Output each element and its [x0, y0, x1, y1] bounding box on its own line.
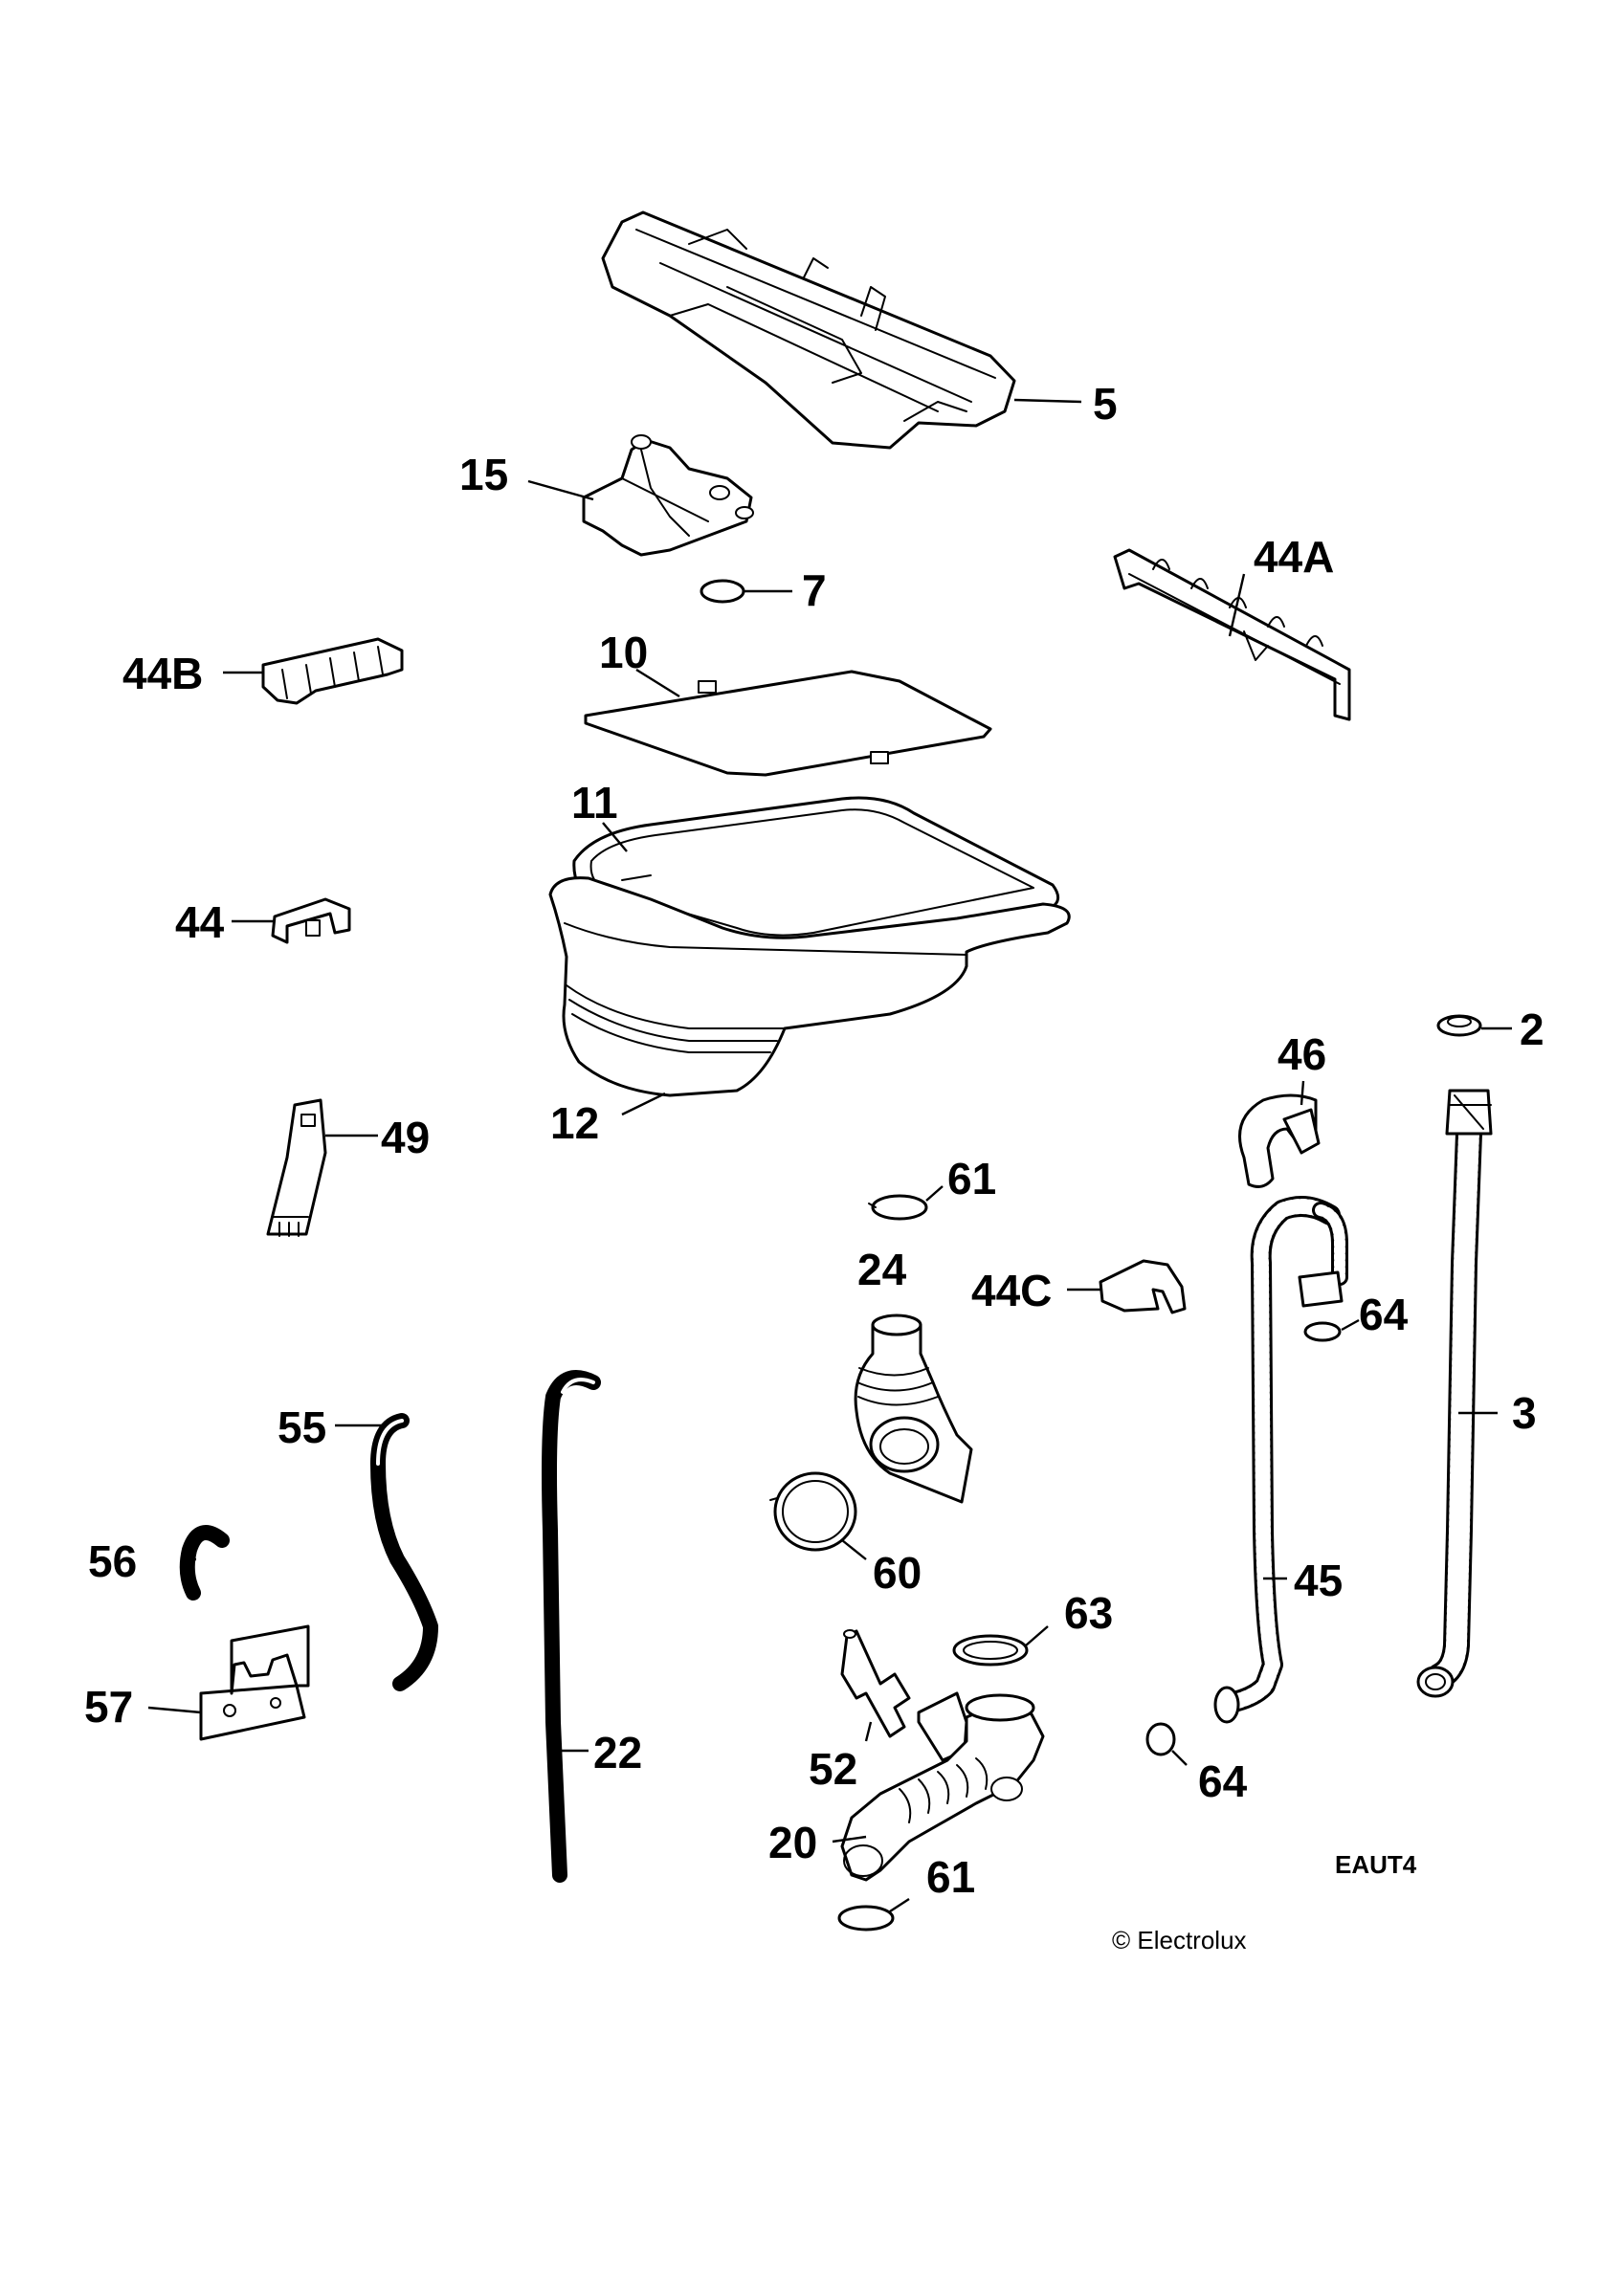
callout-56: 56: [88, 1536, 137, 1586]
callout-45: 45: [1294, 1556, 1343, 1605]
callout-10: 10: [599, 628, 648, 677]
part-15-valve: [582, 434, 754, 557]
callout-61-upper: 61: [947, 1154, 996, 1203]
callout-64-upper: 64: [1359, 1290, 1409, 1339]
callout-15: 15: [459, 450, 508, 499]
callout-57: 57: [84, 1682, 133, 1732]
callout-20: 20: [768, 1818, 817, 1867]
part-57-bracket: [199, 1624, 310, 1741]
callout-5: 5: [1093, 379, 1118, 429]
part-44c-clip: [1099, 1259, 1187, 1314]
part-55-hose: [370, 1413, 438, 1691]
callout-52: 52: [809, 1744, 857, 1794]
part-5-dispenser-housing: [601, 210, 1016, 450]
part-3-inlet-hose: [1416, 1089, 1493, 1698]
part-46-hose-guide: [1238, 1093, 1321, 1188]
callout-3: 3: [1512, 1388, 1537, 1438]
part-44-cable-clip: [271, 897, 351, 944]
callout-labels: 5 15 7 44A 44B 10 11 44 12 2 46 49 61 24…: [84, 379, 1544, 1902]
part-60-clamp-ring: [769, 1471, 857, 1552]
part-61-clamp-lower: [837, 1905, 895, 1932]
part-22-long-hose: [542, 1370, 601, 1883]
callout-46: 46: [1278, 1029, 1326, 1079]
callout-7: 7: [802, 565, 827, 615]
part-7-seal-ring: [700, 579, 745, 604]
part-24-sump-connector: [854, 1314, 973, 1504]
callout-12: 12: [550, 1098, 599, 1148]
part-61-clamp-upper: [868, 1194, 928, 1221]
part-44a-cable-rail: [1113, 548, 1351, 721]
callout-44b: 44B: [122, 649, 203, 698]
callout-49: 49: [381, 1113, 430, 1162]
part-10-lid-panel: [584, 670, 992, 777]
callout-44c: 44C: [971, 1266, 1052, 1315]
callout-60: 60: [873, 1548, 922, 1598]
callout-55: 55: [278, 1402, 326, 1452]
part-49-bracket: [266, 1098, 327, 1237]
part-2-cap: [1436, 1014, 1482, 1037]
callout-22: 22: [593, 1728, 642, 1777]
part-56-elbow-hose: [179, 1525, 230, 1601]
part-45-drain-hose: [1213, 1196, 1348, 1724]
callout-44: 44: [175, 897, 225, 947]
callout-11: 11: [571, 778, 618, 828]
leader-lines: [147, 398, 1512, 1913]
diagram-code: EAUT4: [1335, 1850, 1417, 1879]
part-63-clamp: [952, 1634, 1029, 1667]
part-64-ring-upper: [1303, 1321, 1342, 1342]
callout-2: 2: [1520, 1004, 1544, 1054]
part-12-tub-bellows: [548, 876, 1071, 1097]
callout-63: 63: [1064, 1588, 1113, 1638]
callout-24: 24: [857, 1245, 907, 1294]
part-44b-cable-clip: [261, 637, 404, 705]
callout-64-lower: 64: [1198, 1756, 1248, 1806]
callout-61-lower: 61: [926, 1852, 975, 1902]
part-52-breather: [840, 1629, 911, 1738]
copyright-notice: © Electrolux: [1112, 1926, 1247, 1954]
part-64-ring-lower: [1145, 1722, 1176, 1756]
part-20-sump-hose: [840, 1691, 1045, 1882]
callout-44a: 44A: [1254, 532, 1334, 582]
